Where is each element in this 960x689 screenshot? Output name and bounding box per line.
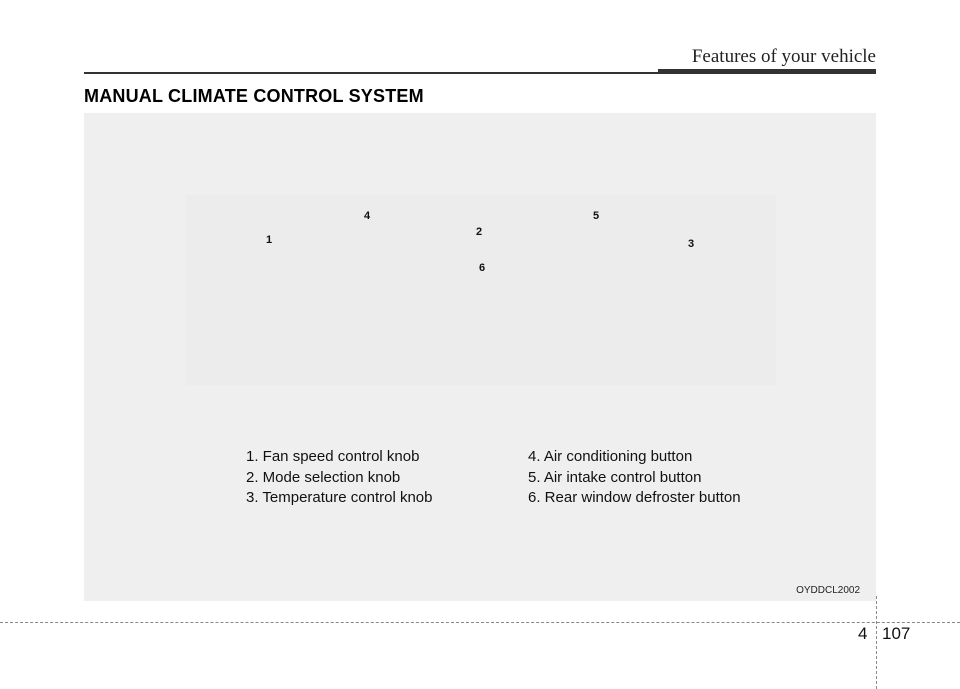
header-title: Features of your vehicle bbox=[691, 46, 876, 67]
legend-right: 4. Air conditioning button 5. Air intake… bbox=[528, 447, 741, 509]
header-rule bbox=[84, 72, 876, 74]
page-number: 107 bbox=[882, 624, 911, 643]
header-rule-accent bbox=[658, 69, 876, 74]
legend-left: 1. Fan speed control knob 2. Mode select… bbox=[246, 447, 433, 509]
legend-item: 1. Fan speed control knob bbox=[246, 448, 420, 465]
callout-3: 3 bbox=[688, 238, 695, 250]
climate-control-illustration: 1 2 3 4 5 6 bbox=[186, 195, 776, 385]
callout-6: 6 bbox=[479, 262, 486, 274]
figure-code: OYDDCL2002 bbox=[796, 585, 860, 596]
legend-item: 3. Temperature control knob bbox=[246, 489, 433, 506]
callout-2: 2 bbox=[476, 226, 483, 238]
figure-panel: 1 2 3 4 5 6 1. Fan speed control knob 2.… bbox=[84, 113, 876, 601]
callout-1: 1 bbox=[266, 234, 273, 246]
footer-divider bbox=[0, 622, 960, 623]
legend-item: 4. Air conditioning button bbox=[528, 448, 693, 465]
footer-vertical-divider bbox=[876, 596, 877, 689]
legend-item: 2. Mode selection knob bbox=[246, 468, 401, 486]
callout-4: 4 bbox=[364, 210, 371, 222]
legend-item: 6. Rear window defroster button bbox=[528, 489, 741, 506]
chapter-number: 4 bbox=[858, 624, 868, 643]
legend-item: 5. Air intake control button bbox=[528, 468, 702, 486]
callout-5: 5 bbox=[593, 210, 600, 222]
section-title: MANUAL CLIMATE CONTROL SYSTEM bbox=[84, 86, 424, 106]
